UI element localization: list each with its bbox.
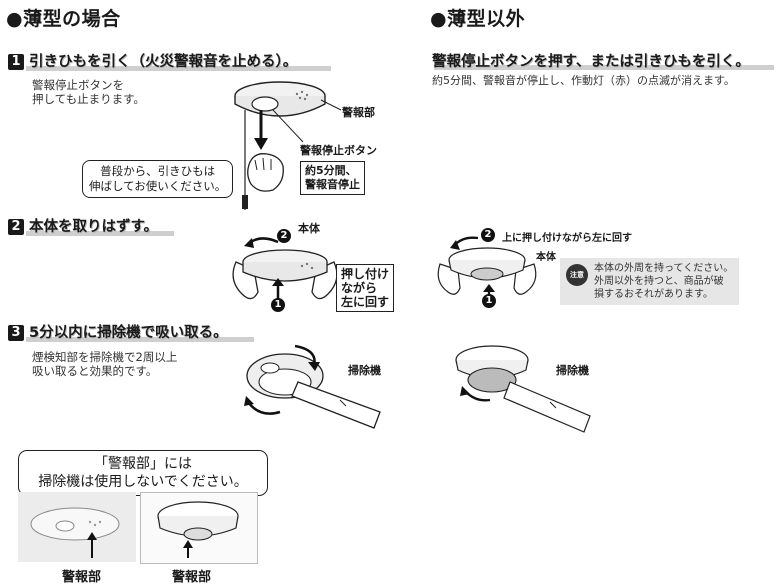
step1-label-alarm: 警報部 <box>342 106 375 119</box>
step1-note-line2: 押しても止まります。 <box>32 92 145 106</box>
left-step2-heading: 2 本体を取りはずす。 <box>8 215 158 236</box>
left-section-title: ●薄型の場合 <box>6 8 121 30</box>
thin-detector-illustration <box>30 507 120 558</box>
step2-heading-text: 本体を取りはずす。 <box>29 219 159 235</box>
standard-detector-illustration <box>157 501 239 558</box>
step3-note: 煙検知部を掃除機で2周以上 吸い取ると効果的です。 <box>32 350 177 378</box>
caution-icon: 注意 <box>566 264 588 286</box>
right-step2-label-body: 本体 <box>536 252 556 263</box>
caution-box: 「警報部」には 掃除機は使用しないでください。 <box>18 450 268 496</box>
left-step1-heading: 1 引きひもを引く（火災警報音を止める）。 <box>8 50 297 71</box>
step2-marker-1: 1 <box>271 298 285 312</box>
step-number-3: 3 <box>8 325 24 341</box>
bubble-line1: 普段から、引きひもは <box>100 164 216 178</box>
right-step2-marker-2: 2 <box>481 228 495 242</box>
step2-box-line3: 左に回す <box>341 295 390 309</box>
left-step3-heading: 3 5分以内に掃除機で吸い取る。 <box>8 321 228 342</box>
caution-line2: 外周以外を持つと、商品が破 <box>594 276 724 287</box>
step-number-2: 2 <box>8 219 24 235</box>
caution-box-line1: 「警報部」には <box>94 456 192 472</box>
right-step3-vacuum-illustration <box>455 345 591 433</box>
step3-heading-text: 5分以内に掃除機で吸い取る。 <box>29 325 228 341</box>
right-step2-removal-illustration <box>437 236 537 304</box>
right-step3-label-vacuum: 掃除機 <box>556 364 589 377</box>
step-number-1: 1 <box>8 54 24 70</box>
step3-vacuum-illustration <box>244 344 381 429</box>
right-step2-instruction: 上に押し付けながら左に回す <box>502 233 632 244</box>
right-step1-heading: 警報停止ボタンを押す、または引きひもを引く。 <box>432 54 750 70</box>
step2-removal-illustration <box>232 237 338 300</box>
photo-label-a: 警報部 <box>62 570 102 585</box>
step1-stop-box: 約5分間、 警報音停止 <box>300 161 365 195</box>
step3-note-line2: 吸い取ると効果的です。 <box>32 364 158 378</box>
photo-label-b: 警報部 <box>172 570 212 585</box>
step3-note-line1: 煙検知部を掃除機で2周以上 <box>32 350 178 364</box>
step2-box-line1: 押し付け <box>341 267 390 281</box>
step2-instruction-box: 押し付け ながら 左に回す <box>336 264 395 312</box>
step2-underline <box>26 231 174 236</box>
caution-line3: 損するおそれがあります。 <box>594 289 713 300</box>
step1-detector-illustration <box>234 81 342 210</box>
step2-label-body: 本体 <box>298 222 320 235</box>
step1-label-button: 警報停止ボタン <box>300 144 377 157</box>
right-caution-note: 本体の外周を持ってください。 外周以外を持つと、商品が破 損するおそれがあります… <box>560 258 740 305</box>
bubble-line2: 伸ばしてお使いください。 <box>89 179 227 193</box>
step1-underline <box>26 66 331 71</box>
stop-box-line1: 約5分間、 <box>305 164 357 177</box>
right-step2-marker-1: 1 <box>482 294 496 308</box>
caution-box-line2: 掃除機は使用しないでください。 <box>38 474 248 490</box>
step2-box-line2: ながら <box>341 281 378 295</box>
step1-note: 警報停止ボタンを 押しても止まります。 <box>32 78 145 106</box>
step1-note-line1: 警報停止ボタンを <box>32 78 124 92</box>
right-step1-underline <box>434 65 774 70</box>
step1-heading-text: 引きひもを引く（火災警報音を止める）。 <box>29 54 298 70</box>
right-section-title: ●薄型以外 <box>430 8 526 30</box>
caution-line1: 本体の外周を持ってください。 <box>594 263 734 274</box>
step2-marker-2: 2 <box>277 229 291 243</box>
stop-box-line2: 警報音停止 <box>305 178 360 191</box>
step3-label-vacuum: 掃除機 <box>348 364 381 377</box>
step1-bubble: 普段から、引きひもは 伸ばしてお使いください。 <box>82 160 234 198</box>
step3-underline <box>26 337 254 342</box>
right-step1-note: 約5分間、警報音が停止し、作動灯（赤）の点滅が消えます。 <box>432 74 735 87</box>
